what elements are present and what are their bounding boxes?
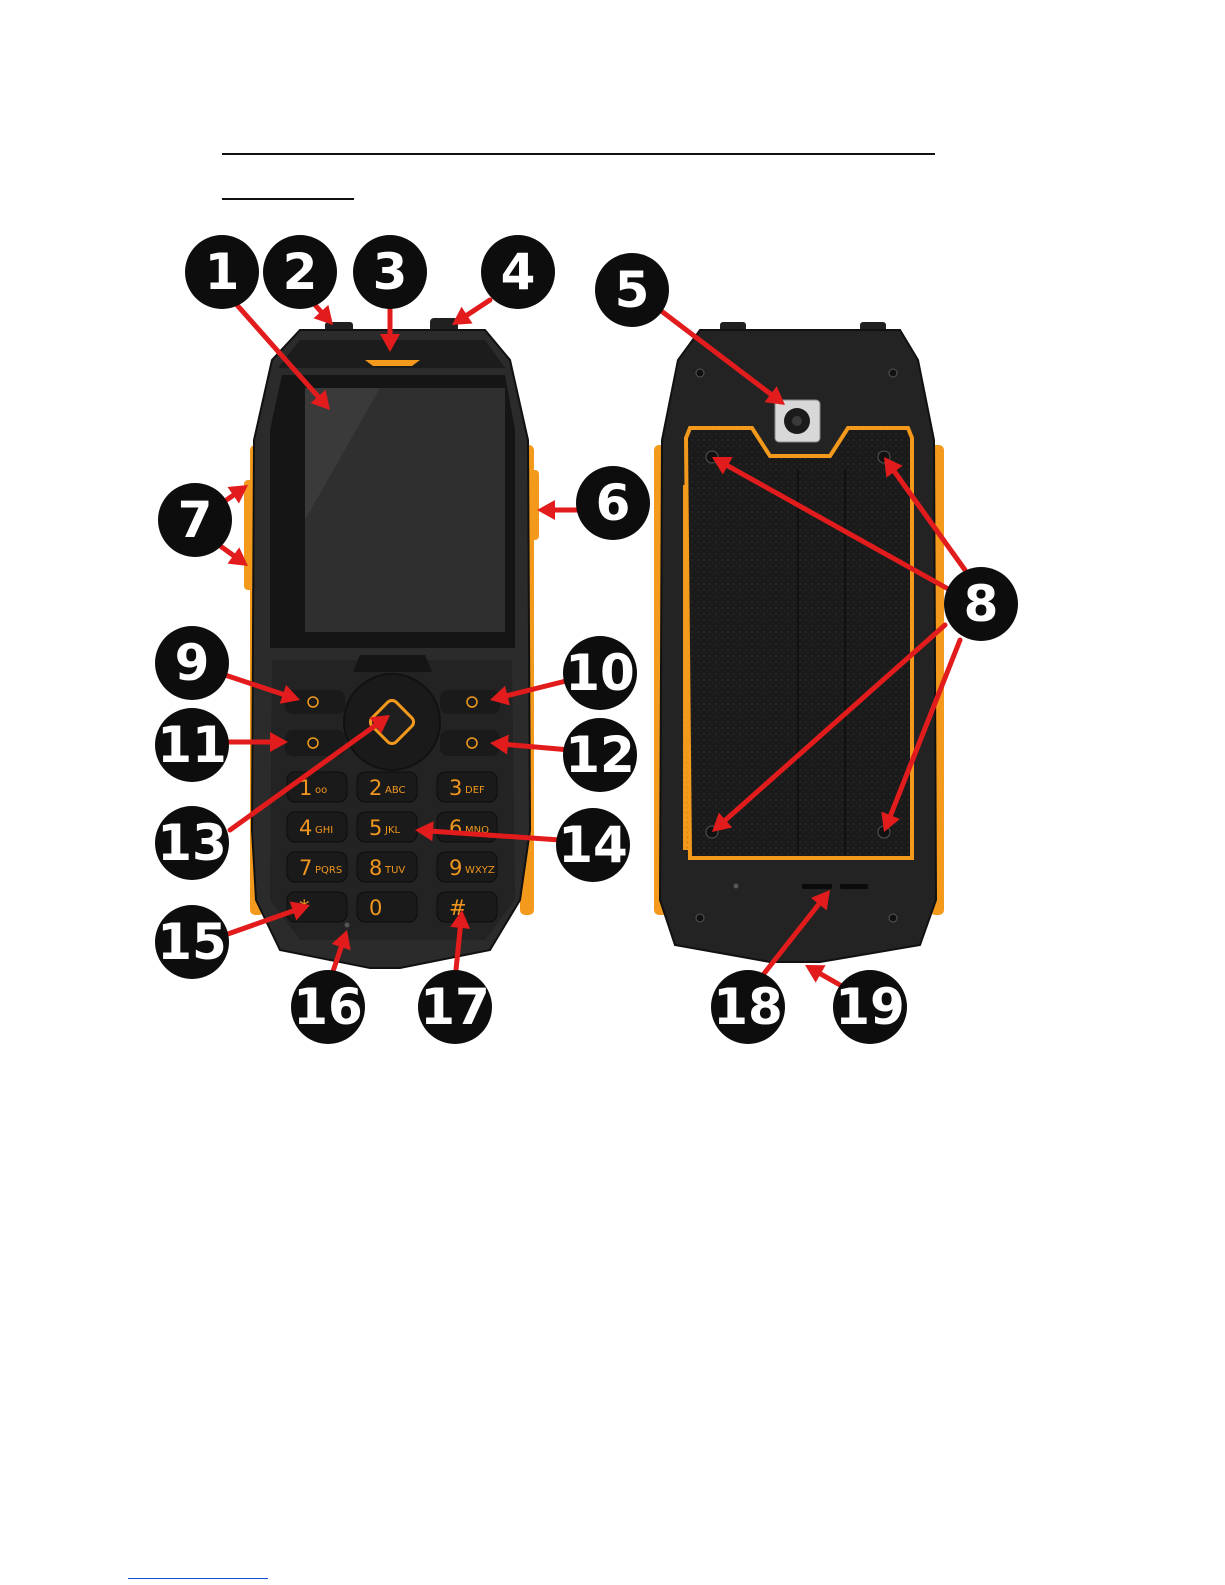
arrow-2	[314, 305, 333, 325]
key-digit: 2	[369, 776, 382, 800]
loudspeaker-slot-left	[802, 884, 832, 889]
callout-number: 2	[283, 243, 318, 301]
key-letters: TUV	[384, 865, 405, 876]
key-digit: 3	[449, 776, 462, 800]
callout-number: 10	[565, 644, 635, 702]
callout-badge-4: 4	[481, 235, 555, 309]
key-letters: ABC	[385, 785, 406, 796]
callout-number: 6	[596, 474, 631, 532]
callout-number: 7	[178, 491, 213, 549]
callout-badge-8: 8	[944, 567, 1018, 641]
callout-badge-7: 7	[158, 483, 232, 557]
callout-number: 5	[615, 261, 650, 319]
key-letters: WXYZ	[465, 865, 495, 876]
callout-number: 3	[373, 243, 408, 301]
key-letters: GHI	[315, 825, 333, 836]
callout-number: 18	[713, 978, 783, 1036]
callout-badge-15: 15	[155, 905, 229, 979]
side-key	[530, 470, 539, 540]
callout-number: 9	[175, 634, 210, 692]
callout-number: 8	[964, 575, 999, 633]
earpiece-speaker	[365, 360, 420, 366]
callout-badge-5: 5	[595, 253, 669, 327]
arrow-6	[537, 500, 580, 520]
callout-number: 15	[157, 913, 227, 971]
callout-badge-10: 10	[563, 636, 637, 710]
key-11: 0	[357, 892, 417, 922]
right-soft-key	[440, 690, 500, 714]
key-digit: 5	[369, 816, 382, 840]
key-letters: PQRS	[315, 865, 342, 876]
callout-number: 14	[558, 816, 628, 874]
callout-badge-13: 13	[155, 806, 229, 880]
key-digit: 4	[299, 816, 312, 840]
key-digit: 8	[369, 856, 382, 880]
callout-number: 17	[420, 978, 490, 1036]
callout-number: 4	[501, 243, 536, 301]
screw-frame-1	[696, 369, 704, 377]
screw-frame-3	[696, 914, 704, 922]
phone-back	[654, 322, 944, 962]
key-letters: JKL	[384, 825, 401, 836]
callout-badge-17: 17	[418, 970, 492, 1044]
callout-badge-6: 6	[576, 466, 650, 540]
key-letters: oo	[315, 785, 327, 796]
front-logo-notch	[353, 655, 432, 672]
callout-number: 11	[157, 716, 227, 774]
callout-badge-3: 3	[353, 235, 427, 309]
screw-frame-2	[889, 369, 897, 377]
callout-badge-2: 2	[263, 235, 337, 309]
key-digit: 0	[369, 896, 382, 920]
key-digit: 9	[449, 856, 462, 880]
callout-number: 1	[205, 243, 240, 301]
callout-badge-18: 18	[711, 970, 785, 1044]
callout-badge-1: 1	[185, 235, 259, 309]
footer-link-underline	[128, 1578, 268, 1579]
key-digit: 6	[449, 816, 462, 840]
callout-number: 16	[293, 978, 363, 1036]
microphone-hole	[345, 923, 350, 928]
callout-badge-11: 11	[155, 708, 229, 782]
callout-badge-12: 12	[563, 718, 637, 792]
callout-badge-9: 9	[155, 626, 229, 700]
callout-number: 13	[157, 814, 227, 872]
key-digit: 7	[299, 856, 312, 880]
arrow-4	[452, 300, 490, 325]
key-2: 2ABC	[357, 772, 417, 802]
callout-badge-19: 19	[833, 970, 907, 1044]
loudspeaker-slot-right	[840, 884, 868, 889]
callout-number: 12	[565, 726, 635, 784]
callout-badge-16: 16	[291, 970, 365, 1044]
key-12: #	[437, 892, 497, 922]
key-letters: DEF	[465, 785, 485, 796]
callout-badge-14: 14	[556, 808, 630, 882]
callout-number: 19	[835, 978, 905, 1036]
screw-frame-4	[889, 914, 897, 922]
